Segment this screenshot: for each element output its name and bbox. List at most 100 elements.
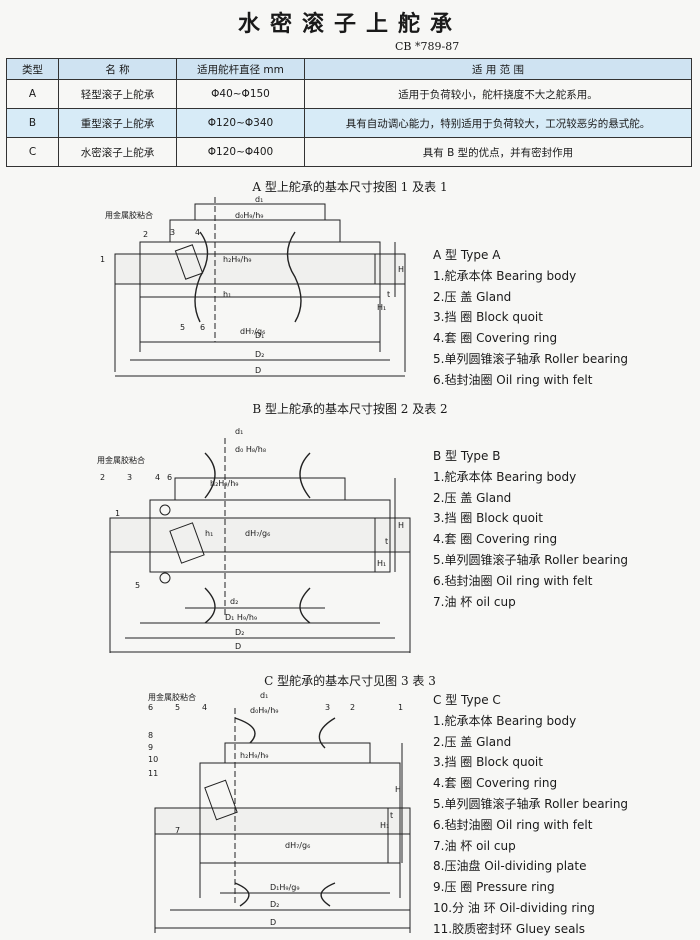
dim-t: t bbox=[385, 537, 388, 546]
part-item: 7.油 杯 oil cup bbox=[433, 594, 516, 609]
part-number: 5 bbox=[135, 581, 140, 590]
part-item: 6.毡封油圈 Oil ring with felt bbox=[433, 817, 593, 832]
dim-dH: dH₇/g₆ bbox=[240, 327, 265, 336]
dim-d0: d₀ H₈/h₈ bbox=[235, 445, 266, 454]
table-cell: 轻型滚子上舵承 bbox=[58, 79, 177, 109]
dim-d2: d₂ bbox=[230, 597, 238, 606]
part-item: 5.单列圆锥滚子轴承 Roller bearing bbox=[433, 796, 629, 811]
dim-D: D bbox=[235, 642, 241, 651]
part-number: 10 bbox=[148, 755, 158, 764]
dim-D: D bbox=[270, 918, 276, 927]
section-b-heading: B 型上舵承的基本尺寸按图 2 及表 2 bbox=[252, 402, 448, 416]
part-number: 9 bbox=[148, 743, 153, 752]
table-cell: Φ40~Φ150 bbox=[176, 79, 305, 109]
dim-d1: d₁ bbox=[260, 691, 268, 700]
table-row: A 轻型滚子上舵承 Φ40~Φ150 适用于负荷较小，舵杆挠度不大之舵系用。 bbox=[6, 79, 692, 109]
dim-D1: D₁H₉/g₉ bbox=[270, 883, 300, 892]
part-item: 6.毡封油圈 Oil ring with felt bbox=[433, 573, 593, 588]
part-number: 4 bbox=[195, 228, 200, 237]
dim-h1: h₁ bbox=[205, 529, 213, 538]
part-number: 2 bbox=[100, 473, 105, 482]
glue-note: 用金属胶粘合 bbox=[105, 210, 153, 220]
dim-D: D bbox=[255, 366, 261, 375]
table-cell: 具有 B 型的优点，并有密封作用 bbox=[304, 137, 692, 167]
table-cell: 水密滚子上舵承 bbox=[58, 137, 177, 167]
table-header: 名 称 bbox=[58, 58, 177, 80]
dim-h2: h₂H₉/h₉ bbox=[240, 751, 268, 760]
table-header: 适 用 范 围 bbox=[304, 58, 692, 80]
section-a-heading: A 型上舵承的基本尺寸按图 1 及表 1 bbox=[252, 180, 448, 194]
type-c-legend: C 型 Type C 1.舵承本体 Bearing body 2.压 盖 Gla… bbox=[433, 690, 628, 940]
type-spec-table: 类型 名 称 适用舵杆直径 mm 适 用 范 围 A 轻型滚子上舵承 Φ40~Φ… bbox=[6, 58, 692, 167]
part-item: 1.舵承本体 Bearing body bbox=[433, 469, 577, 484]
part-number: 4 bbox=[155, 473, 160, 482]
part-number: 6 bbox=[200, 323, 205, 332]
page-title: 水密滚子上舵承 bbox=[237, 11, 462, 37]
part-item: 11.胶质密封环 Gluey seals bbox=[433, 921, 586, 936]
part-item: 8.压油盘 Oil-dividing plate bbox=[433, 859, 587, 874]
part-item: 5.单列圆锥滚子轴承 Roller bearing bbox=[433, 552, 629, 567]
table-row: B 重型滚子上舵承 Φ120~Φ340 具有自动调心能力，特别适用于负荷较大，工… bbox=[6, 108, 692, 138]
part-item: 6.毡封油圈 Oil ring with felt bbox=[433, 372, 593, 387]
dim-D1: D₁ bbox=[255, 331, 264, 340]
type-label: B 型 Type B bbox=[433, 449, 501, 463]
table-cell: 重型滚子上舵承 bbox=[58, 108, 177, 138]
type-b-legend: B 型 Type B 1.舵承本体 Bearing body 2.压 盖 Gla… bbox=[433, 446, 628, 612]
table-cell: C bbox=[6, 137, 59, 167]
table-cell: 适用于负荷较小，舵杆挠度不大之舵系用。 bbox=[304, 79, 692, 109]
table-row: C 水密滚子上舵承 Φ120~Φ400 具有 B 型的优点，并有密封作用 bbox=[6, 137, 692, 167]
dim-H: H bbox=[398, 521, 404, 530]
part-number: 4 bbox=[202, 703, 207, 712]
part-number: 8 bbox=[148, 731, 153, 740]
part-item: 7.油 杯 oil cup bbox=[433, 838, 516, 853]
part-number: 5 bbox=[180, 323, 185, 332]
dim-H1: H₁ bbox=[380, 821, 389, 830]
type-label: C 型 Type C bbox=[433, 693, 501, 707]
glue-note: 用金属胶粘合 bbox=[148, 692, 196, 702]
table-cell: A bbox=[6, 79, 59, 109]
part-item: 1.舵承本体 Bearing body bbox=[433, 268, 577, 283]
type-a-legend: A 型 Type A 1.舵承本体 Bearing body 2.压 盖 Gla… bbox=[433, 245, 628, 391]
part-number: 11 bbox=[148, 769, 158, 778]
dim-dH: dH₇/g₆ bbox=[285, 841, 310, 850]
table-header-row: 类型 名 称 适用舵杆直径 mm 适 用 范 围 bbox=[6, 58, 692, 80]
dim-h2: h₂H₉/h₉ bbox=[210, 479, 238, 488]
part-item: 2.压 盖 Gland bbox=[433, 289, 512, 304]
part-number: 1 bbox=[115, 509, 120, 518]
type-label: A 型 Type A bbox=[433, 248, 501, 262]
table-cell: Φ120~Φ400 bbox=[176, 137, 305, 167]
part-item: 5.单列圆锥滚子轴承 Roller bearing bbox=[433, 351, 629, 366]
part-number: 1 bbox=[100, 255, 105, 264]
type-b-drawing: 用金属胶粘合 d₁ d₀ H₈/h₈ h₂H₉/h₉ h₁ dH₇/g₆ d₂ … bbox=[97, 427, 411, 653]
part-item: 10.分 油 环 Oil-dividing ring bbox=[433, 900, 595, 915]
dim-D2: D₂ bbox=[235, 628, 244, 637]
type-a-drawing: 用金属胶粘合 d₁ d₀H₉/h₉ h₂H₉/h₉ h₁ dH₇/g₆ D₁ D… bbox=[100, 195, 406, 377]
part-item: 3.挡 圈 Block quoit bbox=[433, 755, 543, 770]
table-cell: Φ120~Φ340 bbox=[176, 108, 305, 138]
part-number: 5 bbox=[175, 703, 180, 712]
table-header: 适用舵杆直径 mm bbox=[176, 58, 305, 80]
table-header: 类型 bbox=[6, 58, 59, 80]
dim-d1: d₁ bbox=[255, 195, 263, 204]
section-c-heading: C 型舵承的基本尺寸见图 3 表 3 bbox=[264, 674, 436, 688]
dim-t: t bbox=[387, 290, 390, 299]
dim-h2: h₂H₉/h₉ bbox=[223, 255, 251, 264]
dim-H: H bbox=[398, 265, 404, 274]
dim-h1: h₁ bbox=[223, 290, 231, 299]
part-item: 2.压 盖 Gland bbox=[433, 734, 512, 749]
part-item: 4.套 圈 Covering ring bbox=[433, 331, 558, 346]
dim-H1: H₁ bbox=[377, 559, 386, 568]
part-item: 4.套 圈 Covering ring bbox=[433, 532, 558, 547]
part-number: 6 bbox=[148, 703, 153, 712]
part-item: 2.压 盖 Gland bbox=[433, 490, 512, 505]
table-cell: 具有自动调心能力，特别适用于负荷较大，工况较恶劣的悬式舵。 bbox=[304, 108, 692, 138]
dim-D1: D₁ H₉/h₉ bbox=[225, 613, 257, 622]
part-number: 3 bbox=[127, 473, 132, 482]
part-number: 2 bbox=[143, 230, 148, 239]
dim-dH: dH₇/g₆ bbox=[245, 529, 270, 538]
part-item: 3.挡 圈 Block quoit bbox=[433, 511, 543, 526]
dim-d0: d₀H₉/h₉ bbox=[250, 706, 278, 715]
part-number: 6 bbox=[167, 473, 172, 482]
dim-d0: d₀H₉/h₉ bbox=[235, 211, 263, 220]
dim-H1: H₁ bbox=[377, 303, 386, 312]
